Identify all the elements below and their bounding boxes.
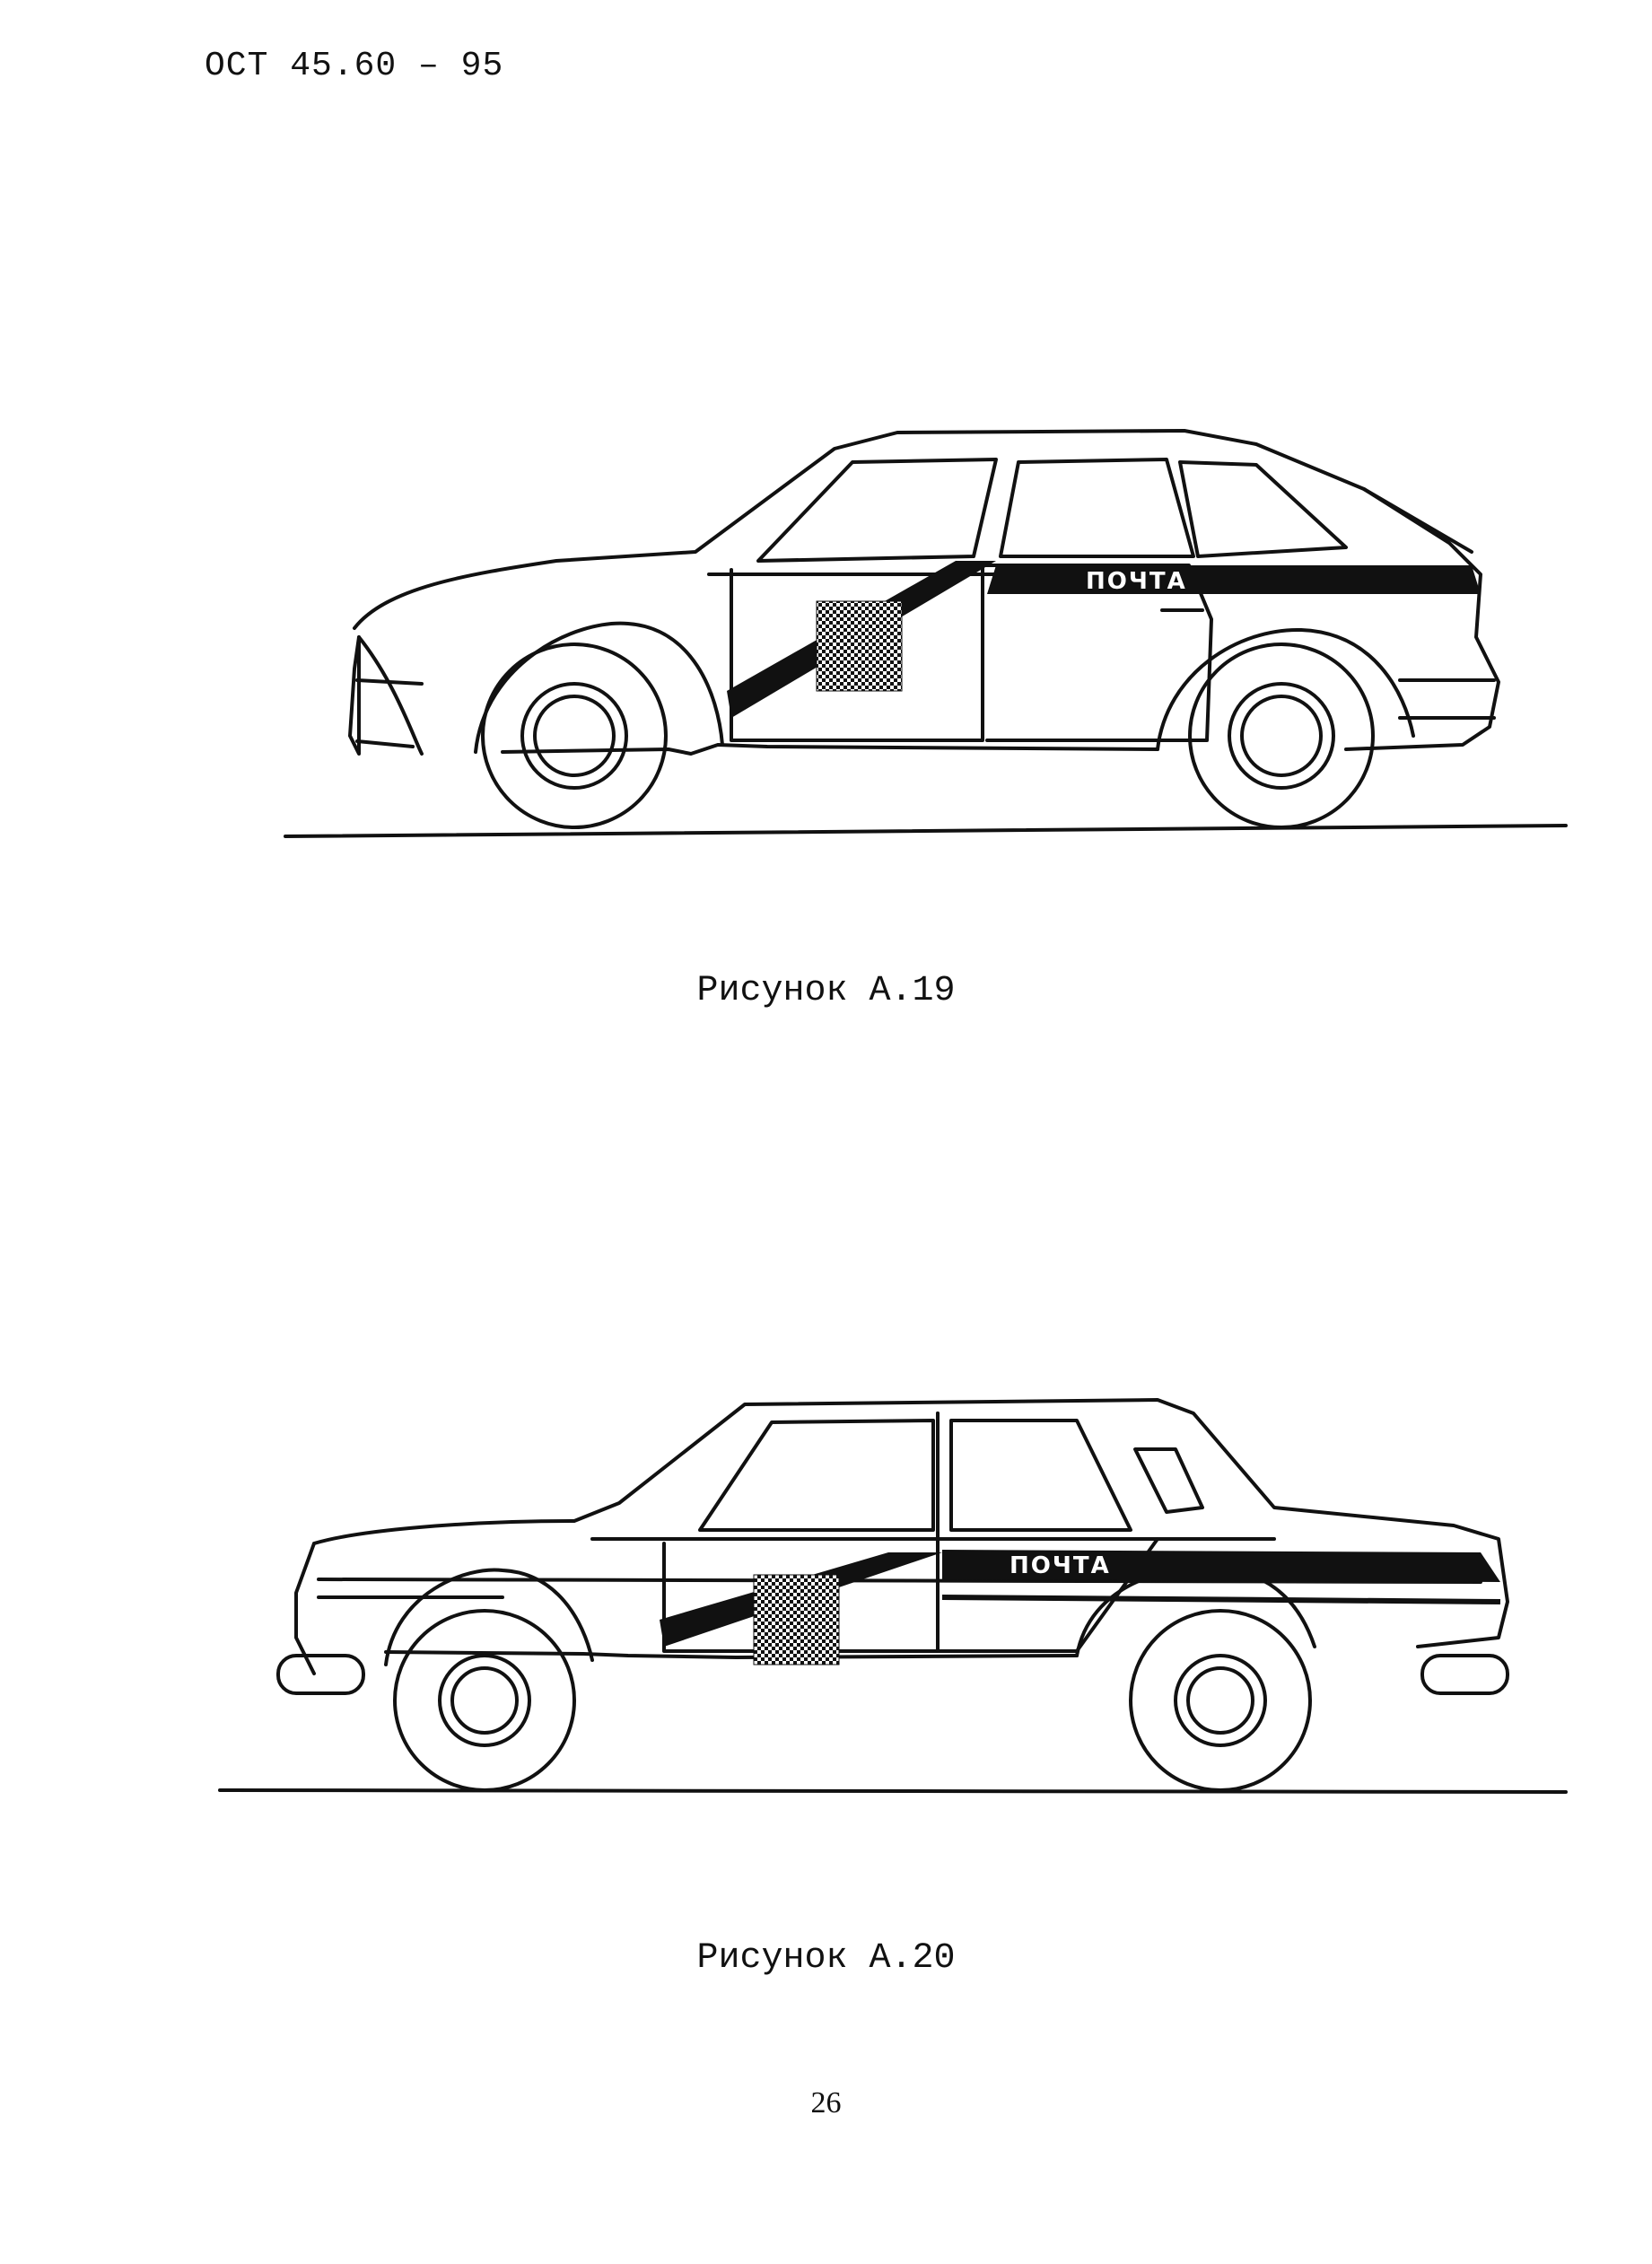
figure-a20: ПОЧТА	[0, 1377, 1652, 1844]
sedan-drawing: ПОЧТА	[218, 1398, 1568, 1794]
emblem	[816, 600, 903, 692]
figure-a19: ПОЧТА	[0, 395, 1652, 861]
label-band	[942, 1550, 1500, 1582]
label-text: ПОЧТА	[1086, 568, 1187, 595]
label-band	[987, 565, 1481, 594]
document-code: ОСТ 45.60 – 95	[205, 47, 504, 85]
hatchback-drawing: ПОЧТА	[284, 429, 1568, 838]
label-text: ПОЧТА	[1010, 1552, 1111, 1579]
page-number: 26	[810, 2086, 842, 2120]
emblem	[753, 1574, 840, 1665]
ground-line	[284, 824, 1568, 838]
caption-a20: Рисунок А.20	[696, 1938, 956, 1979]
ground-line	[218, 1788, 1568, 1794]
caption-a19: Рисунок А.19	[696, 971, 956, 1011]
